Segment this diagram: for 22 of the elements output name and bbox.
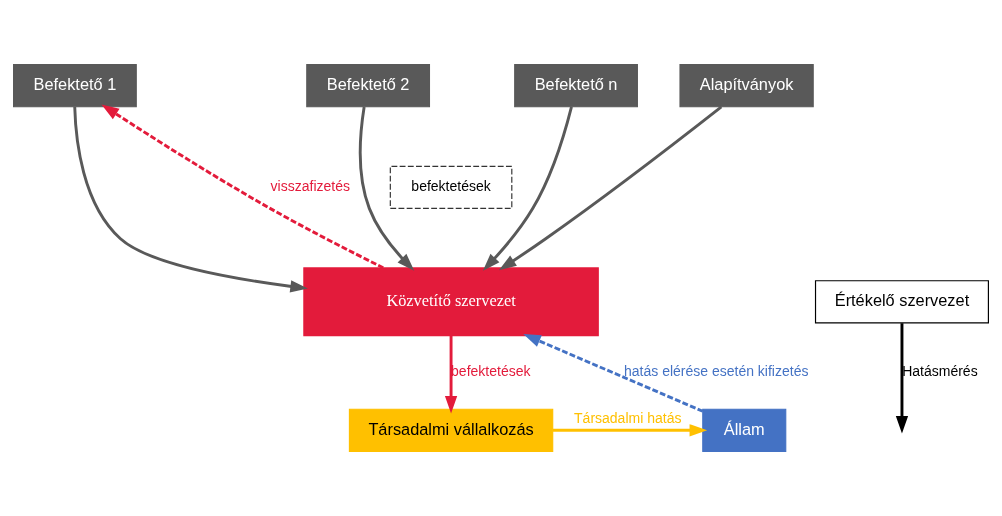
node-box: Befektető 1 xyxy=(13,64,137,108)
node-box: Alapítványok xyxy=(679,64,814,108)
label: befektetések xyxy=(411,177,491,194)
arrow xyxy=(552,424,708,437)
arrow xyxy=(358,106,415,271)
arrow xyxy=(498,105,723,271)
node-box: Közvetítő szervezet xyxy=(303,267,599,337)
arrow xyxy=(444,335,458,414)
node-box: Értékelő szervezet xyxy=(814,280,989,324)
edge-label: hatás elérése esetén kifizetés xyxy=(624,363,809,380)
node-box: Állam xyxy=(702,408,787,452)
edge-label: Hatásmérés xyxy=(902,363,978,380)
edge-label: befektetések xyxy=(451,363,531,380)
node-box: Társadalmi vállalkozás xyxy=(348,408,554,452)
edge-label: visszafizetés xyxy=(270,177,350,194)
arrow xyxy=(101,104,384,270)
arrow xyxy=(523,334,704,413)
node-box: Befektető n xyxy=(514,64,638,108)
arrow xyxy=(73,106,308,293)
arrow xyxy=(482,106,573,271)
node-box: Befektető 2 xyxy=(306,64,431,108)
edge-label: Társadalmi hatás xyxy=(574,409,682,426)
